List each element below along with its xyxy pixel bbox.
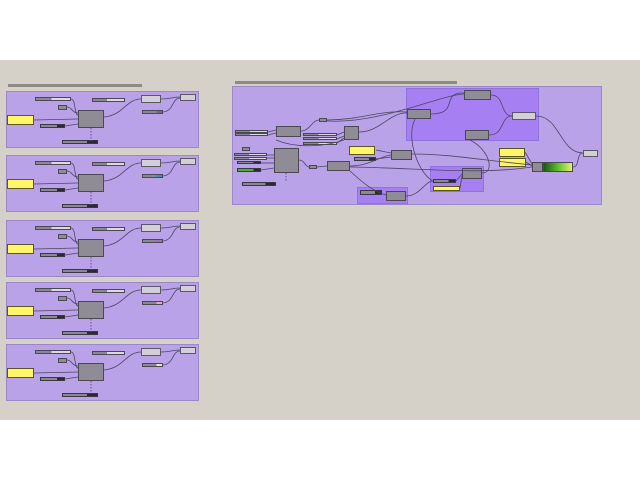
component[interactable] — [344, 126, 359, 140]
number-slider[interactable] — [92, 289, 125, 293]
component[interactable] — [180, 94, 196, 101]
component[interactable] — [319, 118, 327, 122]
component[interactable] — [141, 159, 161, 167]
number-slider[interactable] — [360, 190, 382, 195]
number-slider[interactable] — [35, 350, 71, 354]
number-slider[interactable] — [237, 168, 261, 172]
small-component[interactable] — [58, 234, 67, 239]
number-slider[interactable] — [303, 133, 337, 136]
main-component[interactable] — [78, 174, 104, 192]
output-bar[interactable] — [62, 269, 98, 273]
number-slider[interactable] — [303, 137, 337, 140]
output-bar[interactable] — [62, 393, 98, 397]
group-title-bar — [235, 81, 457, 84]
number-slider[interactable] — [35, 97, 71, 101]
number-slider[interactable] — [92, 162, 125, 166]
number-slider[interactable] — [235, 133, 268, 136]
component[interactable] — [532, 162, 543, 172]
colour-swatch[interactable] — [142, 174, 163, 178]
number-slider[interactable] — [40, 315, 65, 319]
panel[interactable] — [7, 244, 34, 254]
number-slider[interactable] — [234, 157, 267, 160]
main-component[interactable] — [78, 363, 104, 381]
number-slider[interactable] — [40, 124, 65, 128]
number-slider[interactable] — [234, 153, 267, 156]
component[interactable] — [327, 161, 350, 171]
component[interactable] — [141, 95, 161, 103]
number-slider[interactable] — [354, 157, 376, 161]
colour-swatch[interactable] — [142, 301, 163, 305]
component[interactable] — [180, 158, 196, 165]
output-bar[interactable] — [62, 331, 98, 335]
number-slider[interactable] — [303, 142, 337, 145]
group-title-bar — [8, 84, 142, 87]
component[interactable] — [391, 150, 412, 160]
small-component[interactable] — [58, 105, 67, 110]
number-slider[interactable] — [35, 226, 71, 230]
number-slider[interactable] — [40, 377, 65, 381]
panel[interactable] — [7, 179, 34, 189]
panel[interactable] — [7, 368, 34, 378]
number-slider[interactable] — [433, 179, 456, 183]
component[interactable] — [464, 90, 491, 100]
number-slider[interactable] — [35, 161, 71, 165]
main-component[interactable] — [78, 301, 104, 319]
small-component[interactable] — [58, 169, 67, 174]
colour-swatch[interactable] — [142, 110, 163, 114]
component[interactable] — [180, 285, 196, 292]
component[interactable] — [465, 130, 489, 140]
panel[interactable] — [433, 186, 460, 191]
main-component[interactable] — [78, 239, 104, 257]
number-slider[interactable] — [235, 130, 268, 133]
panel[interactable] — [499, 158, 526, 167]
number-slider[interactable] — [40, 253, 65, 257]
panel[interactable] — [7, 306, 34, 316]
panel[interactable] — [349, 146, 375, 155]
component[interactable] — [141, 286, 161, 294]
component[interactable] — [309, 165, 317, 169]
component[interactable] — [141, 224, 161, 232]
component[interactable] — [141, 348, 161, 356]
component[interactable] — [462, 168, 482, 179]
colour-swatch[interactable] — [142, 363, 163, 367]
component[interactable] — [407, 109, 431, 119]
output-bar[interactable] — [62, 204, 98, 208]
small-component[interactable] — [58, 358, 67, 363]
component[interactable] — [180, 223, 196, 230]
small-component[interactable] — [58, 296, 67, 301]
panel[interactable] — [499, 148, 525, 157]
number-slider[interactable] — [40, 188, 65, 192]
component[interactable] — [512, 112, 536, 120]
component[interactable] — [583, 150, 598, 157]
number-slider[interactable] — [237, 161, 261, 164]
colour-swatch[interactable] — [142, 239, 163, 243]
component[interactable] — [276, 126, 301, 137]
number-slider[interactable] — [92, 227, 125, 231]
number-slider[interactable] — [92, 98, 125, 102]
number-slider[interactable] — [92, 351, 125, 355]
component[interactable] — [180, 347, 196, 354]
main-component[interactable] — [78, 110, 104, 128]
number-slider[interactable] — [242, 182, 276, 186]
gradient-component[interactable] — [543, 162, 573, 172]
component[interactable] — [386, 191, 406, 201]
component[interactable] — [274, 148, 299, 173]
output-bar[interactable] — [62, 140, 98, 144]
number-slider[interactable] — [35, 288, 71, 292]
number-slider[interactable] — [242, 147, 250, 151]
panel[interactable] — [7, 115, 34, 125]
